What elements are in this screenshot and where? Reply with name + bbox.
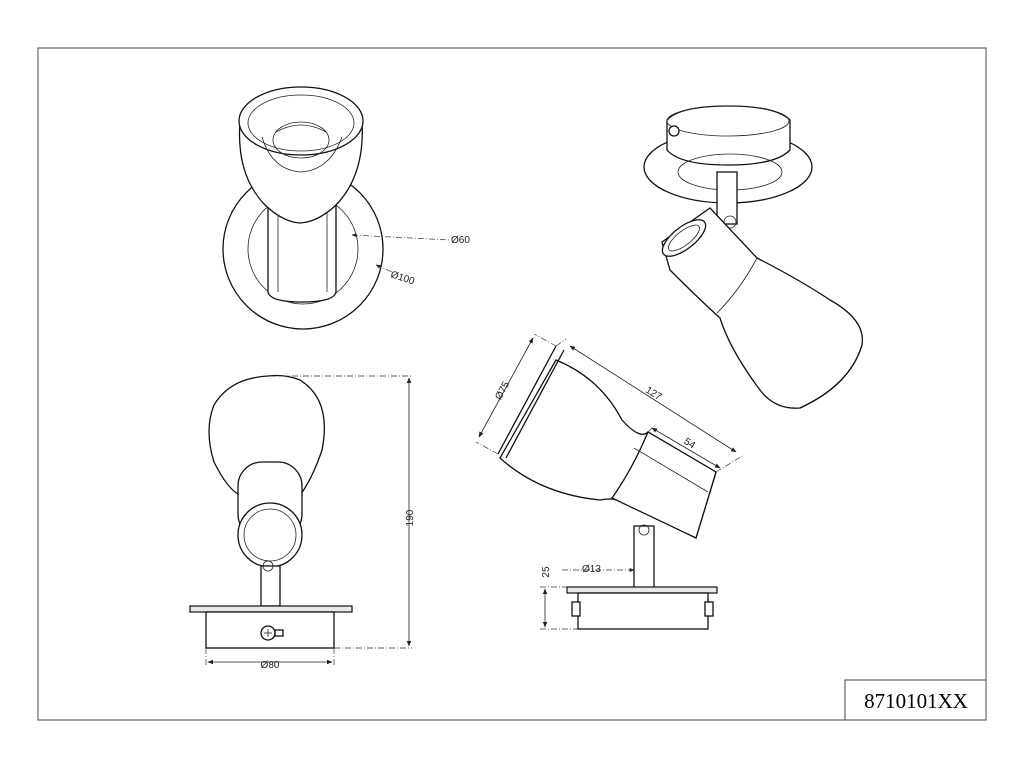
side-view: 190 Ø80: [189, 374, 416, 671]
dimension-d13: Ø13: [582, 564, 601, 575]
title-block: 8710101XX: [844, 679, 987, 721]
dimension-h190: 190: [405, 509, 416, 526]
dimension-l127: 127: [643, 385, 663, 403]
angled-base-box: [577, 592, 709, 630]
dimension-l54: 54: [682, 436, 698, 451]
dimension-h25: 25: [541, 566, 552, 578]
dimension-d60: Ø60: [451, 235, 470, 246]
side-base-plate: [189, 605, 353, 613]
front-view: Ø60 Ø100: [222, 86, 470, 330]
side-stem: [260, 565, 281, 607]
dimension-d100: Ø100: [389, 269, 416, 287]
angled-view: Ø75 127 54 Ø13 25: [475, 333, 745, 630]
drawing-frame: [37, 47, 987, 721]
perspective-view: [643, 105, 864, 409]
dimension-d75: Ø75: [493, 380, 512, 402]
model-number: 8710101XX: [864, 689, 968, 713]
dimension-d80: Ø80: [261, 660, 280, 671]
canopy-top: [666, 105, 791, 166]
